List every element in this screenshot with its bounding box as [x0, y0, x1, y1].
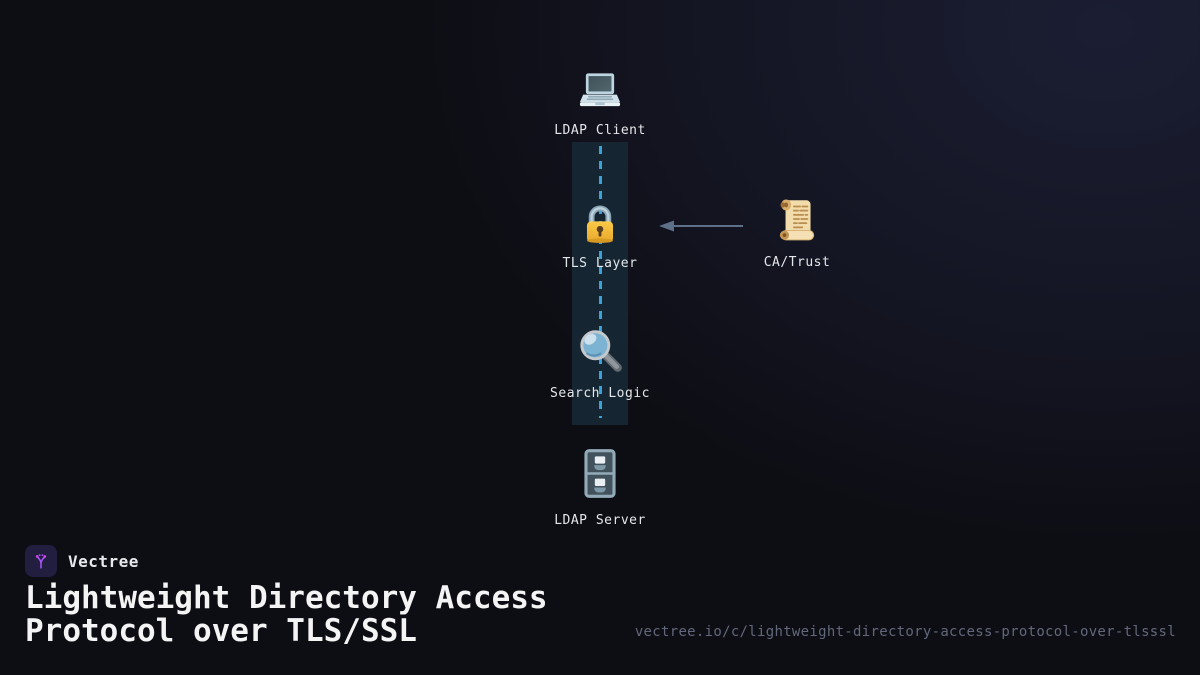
page-url: vectree.io/c/lightweight-directory-acces…	[634, 624, 1176, 640]
vectree-logo	[25, 545, 57, 577]
scroll-icon	[772, 194, 822, 244]
node-label-tls-layer: TLS Layer	[562, 256, 638, 271]
laptop-icon	[575, 68, 625, 118]
node-label-search-logic: Search Logic	[550, 386, 650, 401]
vectree-branch-icon	[35, 554, 47, 569]
brand-row: Vectree	[25, 545, 139, 577]
node-label-ldap-client: LDAP Client	[554, 123, 646, 138]
node-label-ldap-server: LDAP Server	[554, 513, 646, 528]
brand-name: Vectree	[68, 551, 139, 571]
node-label-ca-trust: CA/Trust	[763, 255, 831, 270]
node-ldap-server: LDAP Server	[552, 447, 648, 528]
dashed-flow-line	[599, 146, 602, 418]
file-cabinet-icon	[573, 447, 627, 501]
node-ldap-client: LDAP Client	[552, 68, 648, 138]
trust-arrow-icon	[658, 218, 746, 234]
node-tls-layer: TLS Layer	[552, 200, 648, 271]
magnifier-icon	[574, 325, 626, 377]
lock-icon	[576, 200, 624, 248]
node-ca-trust: CA/Trust	[749, 194, 845, 270]
page-title: Lightweight Directory Access Protocol ov…	[25, 580, 548, 649]
node-search-logic: Search Logic	[550, 325, 650, 401]
